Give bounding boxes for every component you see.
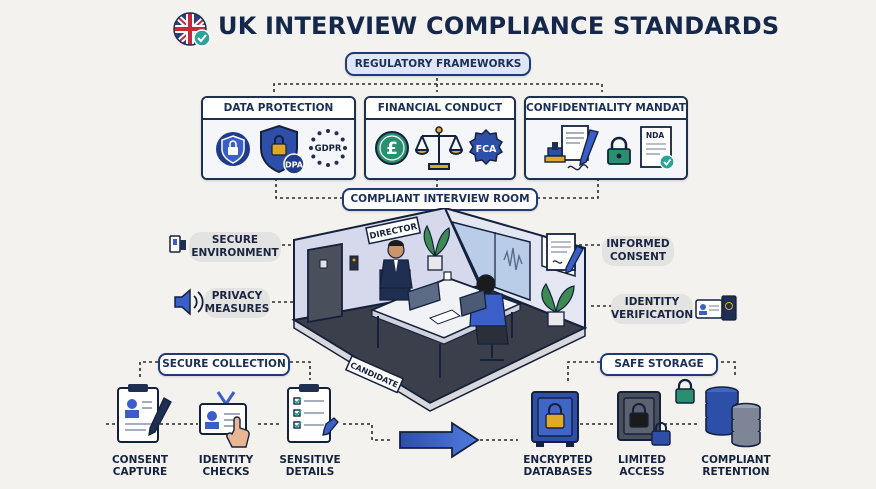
identity-verification-line1: IDENTITY	[624, 296, 680, 308]
informed-consent-tag: INFORMED CONSENT	[602, 236, 674, 266]
speaker-privacy-icon	[174, 288, 204, 316]
small-padlock-icon	[675, 378, 695, 404]
consent-capture-caption: CONSENT CAPTURE	[100, 454, 180, 478]
consent-form-pen-icon	[546, 233, 584, 274]
dpa-badge: DPA	[285, 161, 304, 170]
secure-environment-line2: ENVIRONMENT	[191, 247, 279, 259]
financial-conduct-panel: FINANCIAL CONDUCT £ FCA	[364, 96, 516, 180]
secure-environment-line1: SECURE	[211, 234, 259, 246]
privacy-measures-tag: PRIVACY MEASURES	[204, 288, 270, 318]
padlock-icon	[607, 136, 631, 165]
sensitive-details-caption: SENSITIVE DETAILS	[270, 454, 350, 478]
privacy-measures-line2: MEASURES	[204, 303, 270, 315]
secure-collection-label: SECURE COLLECTION	[158, 353, 290, 376]
encrypted-databases-line1: ENCRYPTED	[523, 454, 593, 466]
dpa-shield-icon: DPA	[260, 124, 305, 175]
compliant-retention-line1: COMPLIANT	[701, 454, 771, 466]
identity-check-badge-icon	[199, 391, 250, 448]
fca-badge-icon: FCA	[468, 128, 504, 166]
confidentiality-mandates-panel: CONFIDENTIALITY MANDATES NDA	[524, 96, 688, 180]
compliant-retention-caption: COMPLIANT RETENTION	[694, 454, 778, 478]
confidentiality-mandates-title: CONFIDENTIALITY MANDATES	[526, 98, 686, 120]
flow-arrow-icon	[399, 421, 480, 459]
identity-verification-line2: VERIFICATION	[611, 309, 694, 321]
financial-conduct-title: FINANCIAL CONDUCT	[366, 98, 514, 120]
uk-flag-check-icon	[173, 12, 211, 47]
room-window	[450, 220, 531, 302]
safe-storage-label: SAFE STORAGE	[600, 353, 718, 376]
consent-capture-line1: CONSENT	[111, 454, 169, 466]
identity-checks-line1: IDENTITY	[198, 454, 254, 466]
pound-coin-icon: £	[375, 131, 409, 165]
room-door	[307, 242, 343, 324]
informed-consent-line1: INFORMED	[606, 238, 670, 250]
fca-badge: FCA	[476, 144, 497, 155]
encrypted-databases-line2: DATABASES	[523, 466, 593, 478]
title-bar: UK INTERVIEW COMPLIANCE STANDARDS	[0, 0, 876, 52]
page-title: UK INTERVIEW COMPLIANCE STANDARDS	[218, 12, 780, 40]
privacy-measures-line1: PRIVACY	[211, 290, 263, 302]
limited-access-line1: LIMITED	[617, 454, 666, 466]
secure-environment-icon	[169, 235, 186, 253]
interview-room-illustration: DIRECTOR CANDIDATE	[291, 208, 588, 412]
nda-badge: NDA	[646, 131, 665, 140]
limited-access-caption: LIMITED ACCESS	[608, 454, 676, 478]
lock-shield-icon	[216, 132, 250, 166]
sensitive-details-line2: DETAILS	[285, 466, 335, 478]
data-protection-title: DATA PROTECTION	[203, 98, 354, 120]
svg-text:£: £	[386, 139, 398, 159]
signed-document-stamp-icon	[544, 125, 599, 171]
sensitive-details-checklist-icon	[287, 384, 339, 443]
id-card-passport-icon	[695, 295, 737, 321]
identity-checks-line2: CHECKS	[202, 466, 250, 478]
identity-checks-caption: IDENTITY CHECKS	[186, 454, 266, 478]
encrypted-database-safe-icon	[531, 391, 579, 447]
sensitive-details-line1: SENSITIVE	[279, 454, 341, 466]
secure-environment-tag: SECURE ENVIRONMENT	[189, 232, 281, 262]
encrypted-databases-caption: ENCRYPTED DATABASES	[518, 454, 598, 478]
compliant-retention-line2: RETENTION	[702, 466, 770, 478]
limited-access-vault-icon	[617, 391, 671, 446]
consent-capture-line2: CAPTURE	[112, 466, 168, 478]
gdpr-stars-icon: GDPR	[309, 129, 347, 167]
scales-of-justice-icon	[414, 126, 464, 170]
data-protection-panel: DATA PROTECTION DPA GDPR	[201, 96, 356, 180]
server-stack-icon	[705, 386, 761, 448]
consent-capture-clipboard-icon	[117, 384, 172, 443]
nda-document-icon: NDA	[640, 126, 675, 170]
gdpr-badge: GDPR	[315, 144, 342, 154]
limited-access-line2: ACCESS	[619, 466, 665, 478]
regulatory-frameworks-label: REGULATORY FRAMEWORKS	[345, 52, 531, 76]
identity-verification-tag: IDENTITY VERIFICATION	[611, 294, 693, 324]
informed-consent-line2: CONSENT	[609, 251, 667, 263]
